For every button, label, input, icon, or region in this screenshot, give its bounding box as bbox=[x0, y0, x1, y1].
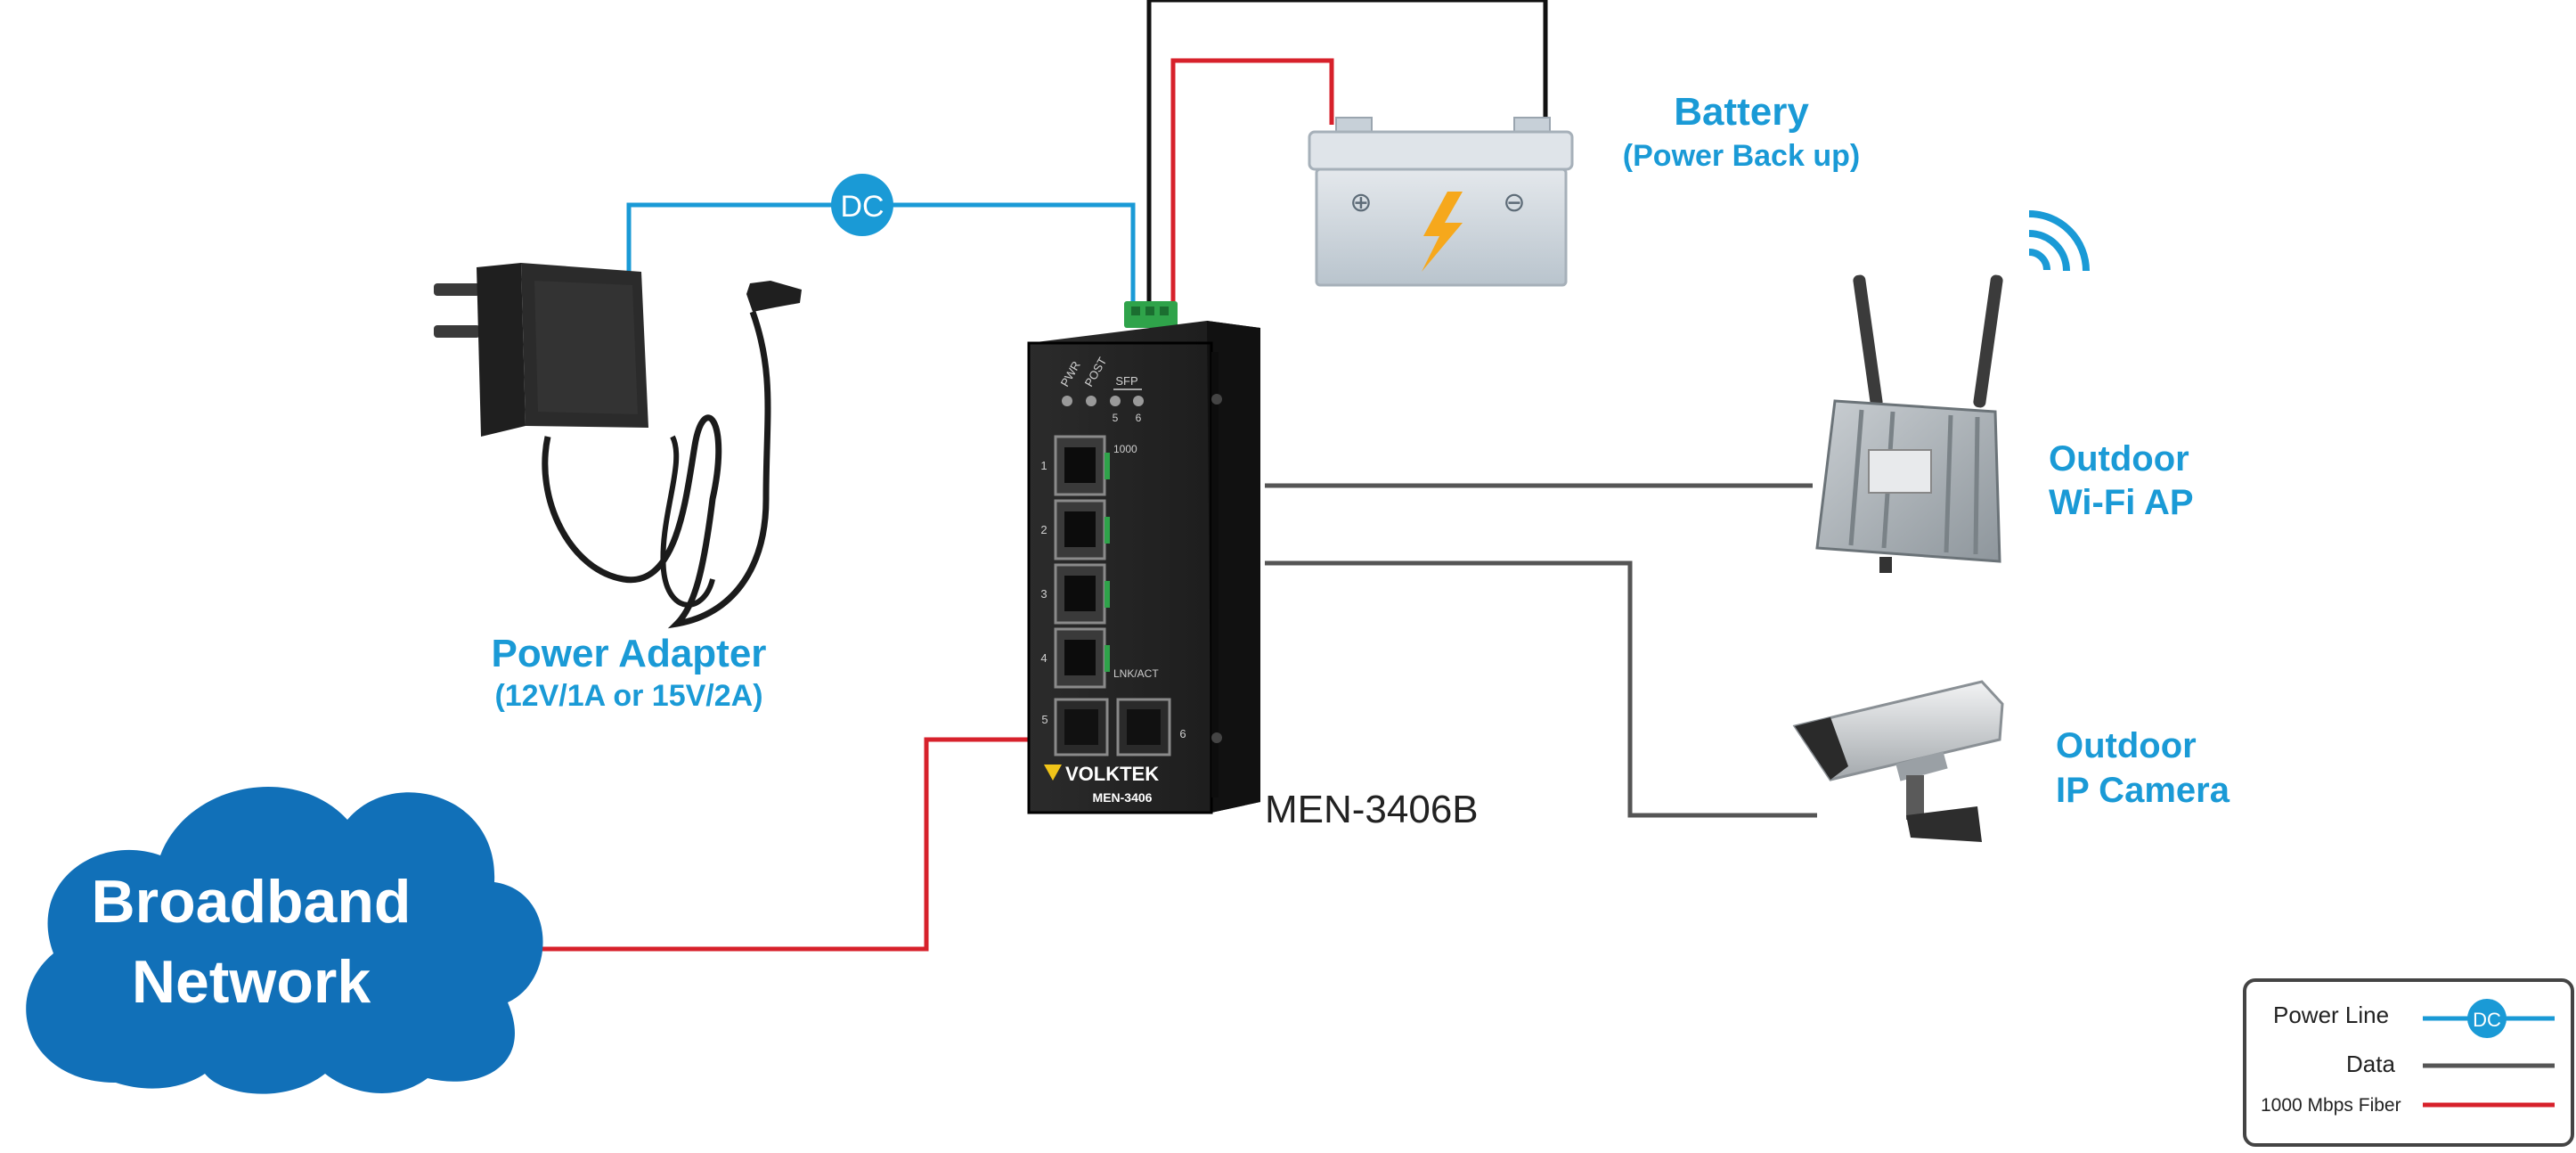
ip-camera-label-line1: Outdoor bbox=[2056, 726, 2197, 765]
battery-plus-terminal: ⊕ bbox=[1349, 188, 1372, 217]
adapter-subtitle: (12V/1A or 15V/2A) bbox=[494, 679, 762, 713]
cloud-label-line2: Network bbox=[132, 948, 371, 1016]
wifi-ap-icon bbox=[1815, 274, 2003, 573]
port-3-num: 3 bbox=[1040, 587, 1047, 601]
sfp-led-label: SFP bbox=[1115, 374, 1137, 388]
wifi-ap-label-line2: Wi-Fi AP bbox=[2049, 483, 2194, 522]
sfp5-led-num: 5 bbox=[1113, 412, 1119, 424]
sfp6-led-num: 6 bbox=[1136, 412, 1142, 424]
switch-brand: VOLKTEK bbox=[1065, 763, 1159, 785]
pwr-led bbox=[1062, 396, 1072, 406]
legend-power-label: Power Line bbox=[2273, 1002, 2389, 1028]
power-adapter-icon bbox=[434, 263, 802, 629]
legend-fiber-label: 1000 Mbps Fiber bbox=[2261, 1095, 2401, 1116]
lnk-act-label: LNK/ACT bbox=[1113, 667, 1159, 680]
battery-title: Battery bbox=[1674, 90, 1809, 134]
switch-device: PWR POST SFP 5 6 1000 bbox=[1027, 301, 1260, 814]
rj45-port-2 bbox=[1054, 499, 1110, 560]
lightning-icon bbox=[1422, 192, 1463, 272]
cloud-label-line1: Broadband bbox=[92, 868, 412, 936]
battery-icon: ⊕ ⊖ bbox=[1308, 117, 1574, 287]
rj45-port-1 bbox=[1054, 435, 1110, 496]
wifi-ap-label-line1: Outdoor bbox=[2049, 439, 2189, 478]
switch-model-small: MEN-3406 bbox=[1093, 790, 1153, 805]
fiber-line-broadband bbox=[534, 737, 1033, 952]
sfp-port-6-num: 6 bbox=[1179, 727, 1186, 740]
sfp-port-6 bbox=[1116, 698, 1171, 756]
data-line-ip-camera bbox=[1265, 560, 1817, 818]
battery-red-wire bbox=[1170, 58, 1334, 303]
legend-dc-badge: DC bbox=[2473, 1009, 2501, 1031]
adapter-title: Power Adapter bbox=[492, 632, 767, 675]
battery-black-wire bbox=[1146, 0, 1548, 303]
volktek-logo-icon bbox=[1044, 765, 1062, 781]
speed-label: 1000 bbox=[1113, 443, 1137, 455]
rj45-port-3 bbox=[1054, 563, 1110, 625]
port-2-num: 2 bbox=[1040, 523, 1047, 536]
switch-model-caption: MEN-3406B bbox=[1265, 788, 1479, 831]
dc-badge: DC bbox=[831, 174, 893, 236]
ip-camera-label-line2: IP Camera bbox=[2056, 771, 2230, 810]
broadband-cloud: Broadband Network bbox=[26, 786, 543, 1094]
post-led bbox=[1086, 396, 1096, 406]
sfp-port-5-num: 5 bbox=[1041, 713, 1048, 726]
wifi-signal-icon bbox=[2028, 210, 2090, 272]
port-4-num: 4 bbox=[1040, 651, 1047, 665]
rj45-port-4 bbox=[1054, 627, 1110, 689]
ip-camera-icon bbox=[1792, 680, 2004, 842]
legend-data-label: Data bbox=[2346, 1051, 2395, 1077]
battery-minus-terminal: ⊖ bbox=[1503, 188, 1525, 217]
sfp5-led bbox=[1110, 396, 1121, 406]
port-1-num: 1 bbox=[1040, 459, 1047, 472]
legend-box: Power Line DC Data 1000 Mbps Fiber bbox=[2243, 978, 2574, 1147]
sfp6-led bbox=[1133, 396, 1144, 406]
sfp-port-5 bbox=[1054, 698, 1109, 756]
dc-badge-label: DC bbox=[840, 190, 884, 224]
battery-subtitle: (Power Back up) bbox=[1623, 139, 1860, 173]
